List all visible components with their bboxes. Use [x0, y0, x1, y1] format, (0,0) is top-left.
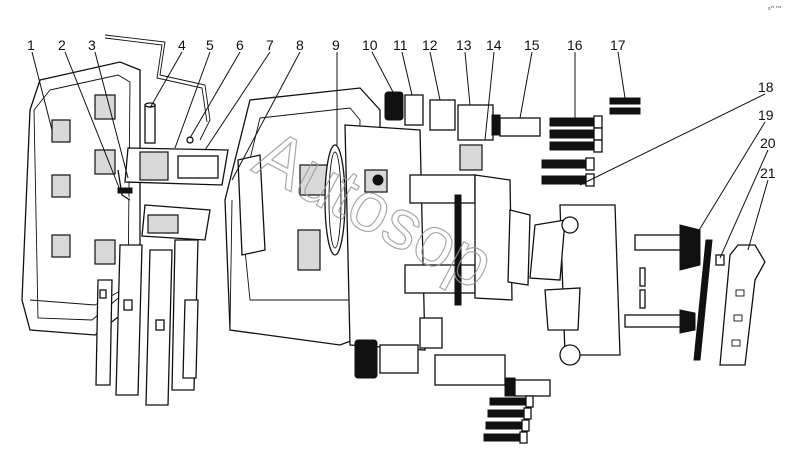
callout-1: 1 — [27, 37, 35, 53]
callout-6: 6 — [236, 37, 244, 53]
part-rod — [693, 239, 725, 361]
leader-lines — [31, 51, 769, 259]
callout-19: 19 — [758, 107, 774, 123]
callout-21: 21 — [760, 165, 776, 181]
callout-labels: 1 2 3 4 5 6 7 8 9 10 11 12 13 14 15 16 1… — [27, 37, 776, 181]
part-spring-clip — [117, 169, 133, 201]
part-carrier-plate — [529, 204, 621, 366]
callout-9: 9 — [332, 37, 340, 53]
callout-15: 15 — [524, 37, 540, 53]
part-seal-ring — [324, 144, 346, 256]
callout-4: 4 — [178, 37, 186, 53]
part-guide-rails — [95, 239, 199, 406]
callout-13: 13 — [456, 37, 472, 53]
callout-20: 20 — [760, 135, 776, 151]
callout-8: 8 — [296, 37, 304, 53]
callout-11: 11 — [393, 37, 408, 53]
callout-3: 3 — [88, 37, 96, 53]
part-retaining-wire — [104, 34, 211, 141]
corner-mark: s** *** — [768, 6, 782, 12]
part-pad-retainer — [124, 136, 229, 241]
callout-7: 7 — [266, 37, 274, 53]
callout-12: 12 — [422, 37, 438, 53]
callout-10: 10 — [362, 37, 378, 53]
callout-2: 2 — [58, 37, 66, 53]
part-adjuster-shaft — [624, 224, 701, 334]
part-pin — [144, 102, 156, 144]
part-brake-pad — [21, 61, 141, 336]
part-bolts-upper — [541, 97, 641, 187]
callout-5: 5 — [206, 37, 214, 53]
part-sensor-strip — [719, 244, 766, 366]
callout-17: 17 — [610, 37, 626, 53]
callout-16: 16 — [567, 37, 583, 53]
callout-18: 18 — [758, 79, 774, 95]
part-lower-piston-stack — [354, 317, 551, 444]
callout-14: 14 — [486, 37, 502, 53]
part-upper-piston-stack — [384, 91, 541, 171]
part-caliper-body — [344, 124, 531, 351]
